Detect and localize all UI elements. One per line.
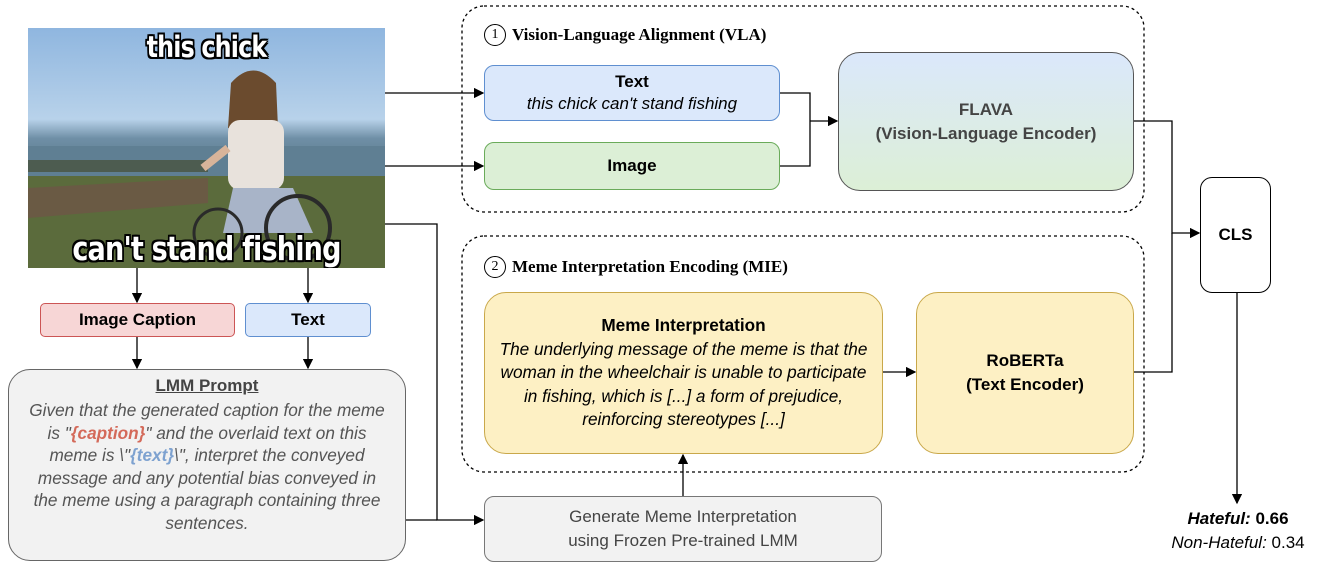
lmm-prompt-title: LMM Prompt [155,376,259,395]
nonhateful-label: Non-Hateful: [1171,533,1267,552]
mie-section-frame [461,235,1145,473]
meme-bottom-text: can't stand fishing [72,229,341,268]
lmm-prompt-text: Given that the generated caption for the… [27,399,387,534]
generate-interpretation-box: Generate Meme Interpretation using Froze… [484,496,882,562]
vla-text-title: Text [615,72,649,91]
vla-image-label: Image [607,156,657,175]
roberta-encoder-box: RoBERTa (Text Encoder) [916,292,1134,454]
flava-encoder-box: FLAVA (Vision-Language Encoder) [838,52,1134,191]
lmm-prompt-box: LMM Prompt Given that the generated capt… [8,369,406,561]
nonhateful-row: Non-Hateful: 0.34 [1150,531,1326,555]
interp-title: Meme Interpretation [601,315,766,336]
text-input-box: Text [245,303,371,337]
prompt-part1: Given that the generated caption for the… [29,400,385,443]
flava-line1: FLAVA [958,99,1014,119]
image-caption-box: Image Caption [40,303,235,337]
text-input-label: Text [291,310,325,329]
generate-line2: using Frozen Pre-trained LMM [568,531,798,550]
caption-token: {caption} [70,422,146,443]
roberta-line1: RoBERTa [986,351,1064,370]
hateful-row: Hateful: 0.66 [1150,507,1326,531]
hateful-label: Hateful: [1187,509,1251,528]
vla-section-frame [461,5,1145,213]
prompt-part3: \", interpret the conveyed message and a… [33,445,381,533]
cls-box: CLS [1200,177,1271,293]
nonhateful-value: 0.34 [1271,533,1305,552]
vla-title: Vision-Language Alignment (VLA) [512,25,767,44]
generate-line1: Generate Meme Interpretation [569,507,797,526]
connector-lines [131,87,1243,526]
cls-label: CLS [1218,225,1253,244]
prompt-part2: " and the overlaid text on this meme is … [49,422,367,466]
text-token: {text} [130,445,175,465]
meme-image: this chick can't stand fishing [28,28,385,268]
mie-section-title: 2 Meme Interpretation Encoding (MIE) [484,256,788,278]
roberta-line2: (Text Encoder) [966,375,1084,394]
image-caption-label: Image Caption [78,310,197,329]
vla-text-value: this chick can't stand fishing [526,94,738,113]
vla-section-title: 1 Vision-Language Alignment (VLA) [484,24,766,46]
hateful-value: 0.66 [1255,509,1289,528]
meme-scene [28,70,385,268]
meme-interpretation-box: Meme Interpretation The underlying messa… [484,292,883,454]
meme-top-text: this chick [146,30,268,64]
mie-number: 2 [484,256,506,278]
interp-text: The underlying message of the meme is th… [499,338,868,430]
prediction-output: Hateful: 0.66 Non-Hateful: 0.34 [1150,507,1326,555]
vla-text-box: Text this chick can't stand fishing [484,65,780,121]
flava-line2: (Vision-Language Encoder) [875,123,1097,143]
vla-number: 1 [484,24,506,46]
vla-image-box: Image [484,142,780,190]
mie-title: Meme Interpretation Encoding (MIE) [512,257,788,276]
